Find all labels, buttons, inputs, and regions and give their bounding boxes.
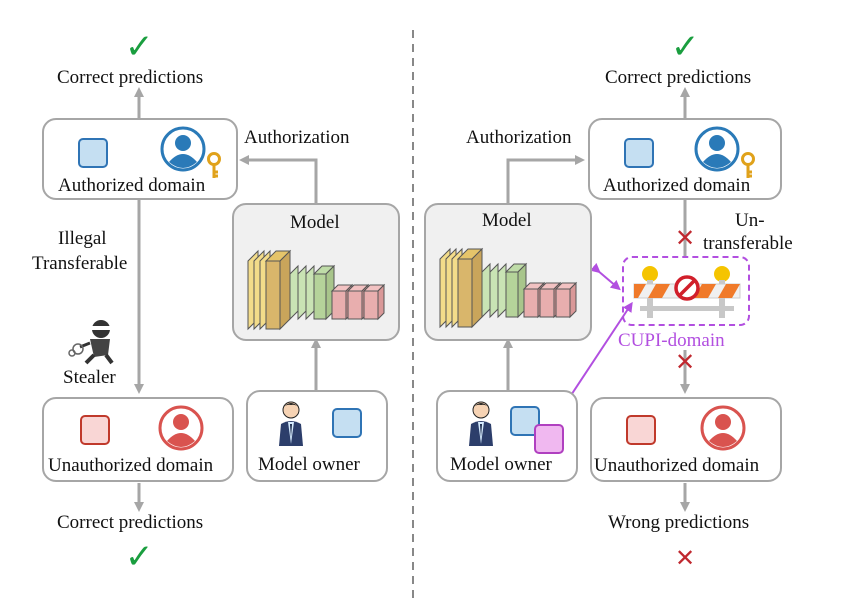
right-owner-data-square [510, 406, 540, 436]
right-cross-upper: ✕ [675, 224, 696, 252]
right-owner-box: Model owner [436, 390, 578, 482]
left-model-box: Model [232, 203, 400, 341]
right-unauthorized-label: Unauthorized domain [594, 455, 760, 476]
authorized-user-icon [160, 126, 206, 172]
left-unauthorized-label: Unauthorized domain [48, 455, 214, 476]
left-authorized-box: Authorized domain [42, 118, 238, 200]
left-top-predictions: Correct predictions [57, 67, 204, 88]
left-illegal-line2: Transferable [32, 253, 128, 274]
arrow-right-authorization [506, 155, 585, 203]
key-icon [207, 152, 221, 178]
left-bottom-check: ✓ [125, 537, 154, 577]
right-untransferable-line1: Un- [735, 210, 765, 231]
stealer-label: Stealer [63, 367, 116, 388]
right-model-title: Model [482, 210, 532, 231]
right-unauthorized-data-square [626, 415, 656, 445]
left-top-check: ✓ [125, 27, 154, 67]
right-untransferable-line2: transferable [703, 233, 793, 254]
right-bottom-cross: ✕ [675, 544, 696, 572]
right-authorized-user-icon [694, 126, 740, 172]
left-owner-person-icon [279, 401, 303, 446]
right-owner-cupi-square [534, 424, 564, 454]
right-top-check: ✓ [671, 27, 700, 67]
left-owner-box: Model owner [246, 390, 388, 482]
left-model-title: Model [290, 212, 340, 233]
left-illegal-line1: Illegal [58, 228, 107, 249]
left-authorized-label: Authorized domain [58, 175, 206, 196]
unauthorized-user-icon [158, 405, 204, 451]
right-unauthorized-box: Unauthorized domain [590, 397, 782, 482]
left-authorization-label: Authorization [244, 127, 350, 148]
right-owner-label: Model owner [450, 454, 552, 475]
left-owner-label: Model owner [258, 454, 360, 475]
arrow-left-authorization [239, 155, 318, 203]
cupi-domain-box [622, 256, 750, 326]
left-owner-data-square [332, 408, 362, 438]
left-neural-network-icon [247, 249, 386, 331]
right-authorized-data-square [624, 138, 654, 168]
right-owner-person-icon [469, 401, 493, 446]
authorized-data-square [78, 138, 108, 168]
right-model-box: Model [424, 203, 592, 341]
right-unauthorized-user-icon [700, 405, 746, 451]
barrier-icon [633, 266, 741, 318]
right-bottom-predictions: Wrong predictions [608, 512, 750, 533]
right-authorized-label: Authorized domain [603, 175, 751, 196]
unauthorized-data-square [80, 415, 110, 445]
right-authorization-label: Authorization [466, 127, 572, 148]
left-unauthorized-box: Unauthorized domain [42, 397, 234, 482]
right-neural-network-icon [439, 247, 578, 329]
right-authorized-box: Authorized domain [588, 118, 782, 200]
right-top-predictions: Correct predictions [605, 67, 752, 88]
stealer-icon [68, 320, 114, 365]
right-key-icon [741, 152, 755, 178]
purple-arrow-model-cupi [589, 262, 621, 291]
right-cross-lower: ✕ [675, 348, 696, 376]
cupi-domain-label: CUPI-domain [618, 330, 725, 351]
left-bottom-predictions: Correct predictions [57, 512, 204, 533]
